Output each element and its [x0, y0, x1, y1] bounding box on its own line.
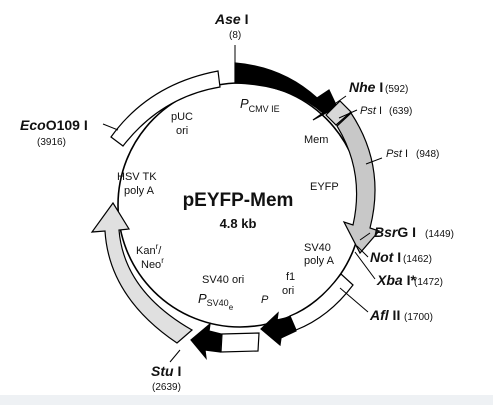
xba-site-label: Xba I* — [376, 272, 416, 288]
puc-ori-line2: ori — [176, 125, 188, 137]
kan-neo-line2: Neor — [141, 256, 164, 271]
bottom-strip — [0, 395, 493, 405]
stu-site-position: (2639) — [152, 382, 181, 393]
eyfp-label: EYFP — [310, 181, 339, 193]
not-site-label: Not I — [370, 249, 401, 265]
afl-site-position: (1700) — [404, 312, 433, 323]
puc-ori-segment — [110, 70, 221, 147]
nhe-site-label: Nhe I — [349, 79, 383, 95]
nhe-leader-line — [325, 95, 347, 111]
pst1-site-position: (639) — [389, 106, 412, 117]
eco-leader-line — [102, 123, 119, 131]
bsrg-leader-line — [359, 232, 371, 241]
f1-ori-line1: f1 — [286, 271, 295, 283]
pcmv-ie-label: PCMV IE — [240, 96, 280, 114]
p-small-label: P — [261, 294, 269, 306]
plasmid-name: pEYFP-Mem — [183, 190, 294, 211]
hsvtk-polya-line2: poly A — [124, 185, 155, 197]
not-leader-line — [356, 245, 369, 258]
puc-ori-line1: pUC — [171, 111, 193, 123]
pcmv-promoter-arrow — [234, 62, 338, 121]
mem-label: Mem — [304, 134, 328, 146]
plasmid-size: 4.8 kb — [220, 216, 257, 231]
xba-leader-line — [354, 251, 376, 280]
ase-site-label: Ase I — [214, 11, 248, 27]
xba-site-position: (1472) — [414, 277, 443, 288]
not-site-position: (1462) — [403, 254, 432, 265]
afl-leader-line — [339, 287, 369, 313]
sv40-polya-line1: SV40 — [304, 242, 331, 254]
psv40e-label: PSV40e — [198, 291, 234, 312]
sv40-polya-line2: poly A — [304, 255, 335, 267]
nhe-site-position: (592) — [385, 84, 408, 95]
pst1-site-label: Pst I — [360, 105, 382, 117]
stu-leader-line — [169, 349, 181, 363]
mem-segment — [325, 100, 352, 126]
afl-site-label: Afl II — [369, 307, 400, 323]
pst2-site-label: Pst I — [386, 148, 408, 160]
hsvtk-polya-line1: HSV TK — [117, 171, 157, 183]
bsrg-site-label: BsrG I — [374, 224, 416, 240]
f1-ori-segment — [289, 273, 354, 331]
kan-neo-line1: Kanr/ — [136, 242, 162, 257]
stu-site-label: Stu I — [151, 363, 181, 379]
bsrg-site-position: (1449) — [425, 229, 454, 240]
sv40-ori-label: SV40 ori — [202, 274, 244, 286]
pst2-site-position: (948) — [416, 149, 439, 160]
eco-site-position: (3916) — [37, 137, 66, 148]
kanr-neor-arrow — [90, 201, 194, 344]
eco-site-label: EcoO109 I — [20, 117, 88, 133]
pst1-leader-line — [338, 109, 358, 119]
pst2-leader-line — [365, 157, 383, 165]
f1-ori-line2: ori — [282, 285, 294, 297]
ase-site-position: (8) — [229, 30, 241, 41]
eyfp-arrow — [336, 112, 381, 255]
sv40-ori-segment — [220, 332, 260, 353]
f1-promoter-arrow — [260, 311, 297, 347]
psv40e-promoter-arrow — [190, 322, 222, 360]
